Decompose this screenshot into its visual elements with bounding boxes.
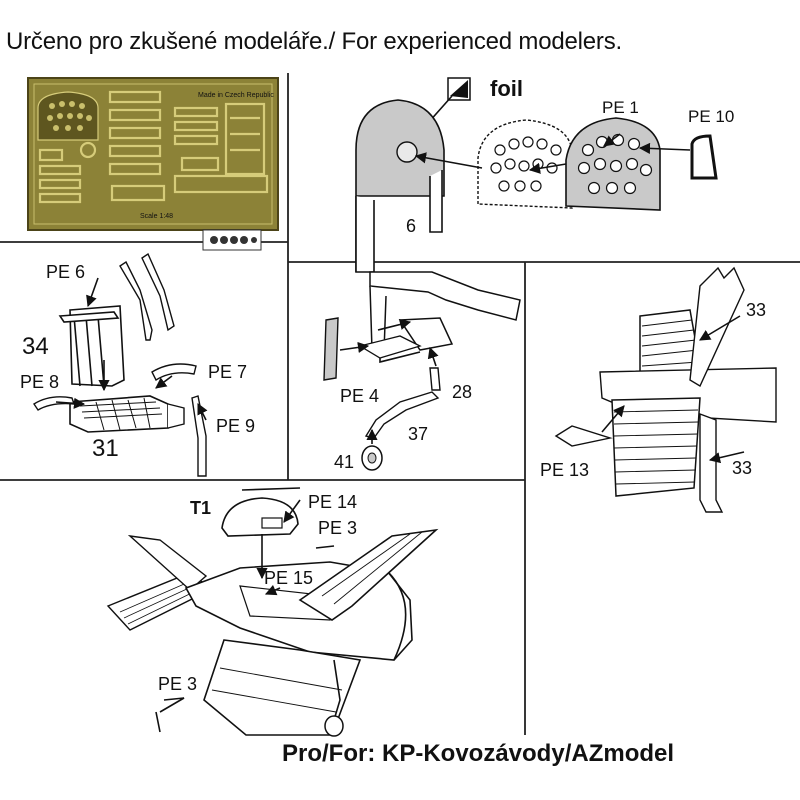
part-label-pe4: PE 4 [340,386,379,406]
part-label-pe3-lower: PE 3 [158,674,197,694]
part-label-t1: T1 [190,498,211,518]
part-label-34: 34 [22,333,49,360]
part-label-6: 6 [406,216,416,236]
panel-aircraft-assembly: T1 PE 14 PE 3 PE 15 PE 3 [106,487,439,737]
part-label-pe14: PE 14 [308,492,357,512]
part-label-28: 28 [452,382,472,402]
part-label-pe3-upper: PE 3 [318,518,357,538]
part-label-37: 37 [408,424,428,444]
panel-instrument-assembly: foil 6 PE 1 PE 10 [355,76,734,273]
part-label-pe9: PE 9 [216,416,255,436]
part-label-pe1: PE 1 [602,98,639,117]
part-label-pe8: PE 8 [20,372,59,392]
part-label-pe6: PE 6 [46,262,85,282]
fret-text-origin: Made in Czech Republic [198,92,274,99]
part-label-pe7: PE 7 [208,362,247,382]
part-label-33-lower: 33 [732,458,752,478]
page-title: Určeno pro zkušené modeláře./ For experi… [6,28,622,55]
panel-gear-assembly: PE 4 28 37 41 [323,271,521,472]
part-label-33-upper: 33 [746,300,766,320]
part-label-pe15: PE 15 [264,568,313,588]
part-label-pe10: PE 10 [688,107,734,126]
part-label-pe13: PE 13 [540,460,589,480]
part-label-41: 41 [334,452,354,472]
footer-credit: Pro/For: KP-Kovozávody/AZmodel [282,740,675,767]
photo-etch-fret: Made in Czech Republic Scale 1:48 [27,77,279,251]
panel-seat-assembly: PE 6 34 PE 8 PE 7 PE 9 31 [20,252,255,477]
panel-flaps-assembly: 33 PE 13 33 [540,266,777,513]
fret-text-scale: Scale 1:48 [140,213,173,220]
part-label-31: 31 [92,435,119,462]
foil-label: foil [490,76,523,101]
